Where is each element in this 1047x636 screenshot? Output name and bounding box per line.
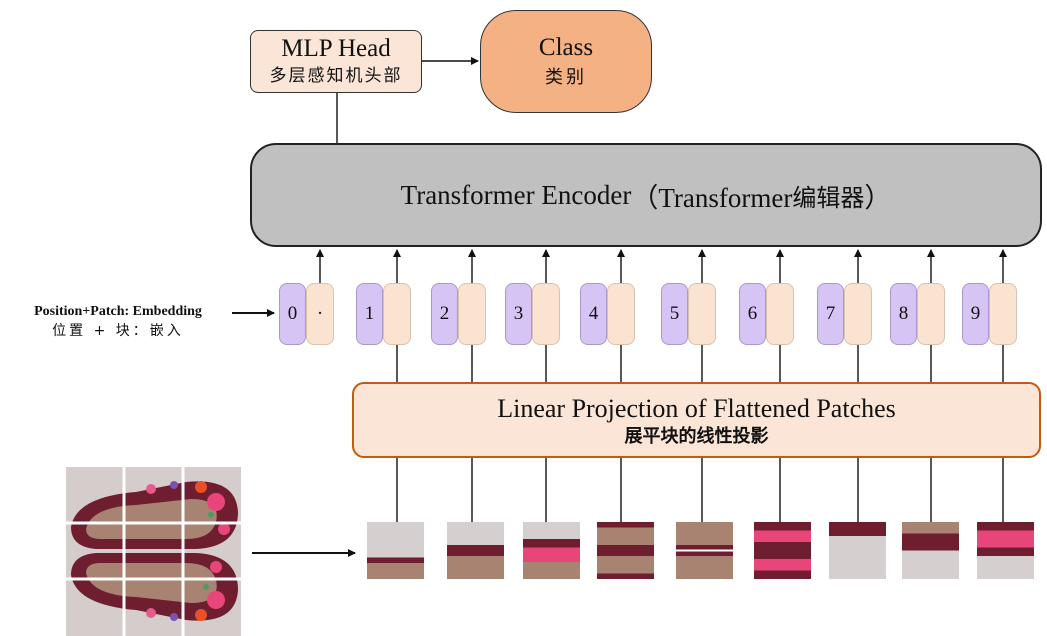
patch-embedding-token-8	[917, 283, 945, 345]
patch-embedding-token-3	[532, 283, 560, 345]
image-patch-4	[597, 522, 654, 579]
position-token-3: 3	[505, 283, 532, 345]
patch-embedding-token-6	[766, 283, 794, 345]
position-token-5: 5	[661, 283, 688, 345]
class-subtitle: 类别	[545, 67, 587, 88]
projection-subtitle: 展平块的线性投影	[624, 426, 769, 447]
position-token-4: 4	[580, 283, 607, 345]
position-token-9: 9	[962, 283, 989, 345]
class-box: Class 类别	[480, 10, 652, 113]
shoe-image-illustration	[66, 467, 241, 636]
class-title: Class	[538, 34, 594, 61]
linear-projection-box: Linear Projection of Flattened Patches 展…	[352, 382, 1041, 458]
position-token-2: 2	[431, 283, 458, 345]
mlp-head-box: MLP Head 多层感知机头部	[250, 30, 422, 93]
patch-embedding-token-9	[989, 283, 1017, 345]
transformer-encoder-box: Transformer Encoder （Transformer 编辑器 ）	[250, 143, 1042, 247]
patch-embedding-token-7	[844, 283, 872, 345]
patch-embedding-token-0: ·	[306, 283, 334, 345]
image-patch-3	[523, 522, 580, 579]
position-token-0: 0	[279, 283, 306, 345]
encoder-subtitle-zh: 编辑器	[792, 183, 865, 212]
encoder-title: Transformer Encoder	[400, 179, 632, 210]
encoder-paren-close: ）	[864, 182, 892, 213]
patch-embedding-token-1	[383, 283, 411, 345]
mlp-head-subtitle: 多层感知机头部	[269, 66, 403, 86]
embedding-label-subtitle: 位置 + 块：嵌入	[52, 323, 184, 339]
patch-embedding-token-4	[607, 283, 635, 345]
image-patch-8	[902, 522, 959, 579]
position-token-6: 6	[739, 283, 766, 345]
position-token-7: 7	[817, 283, 844, 345]
mlp-head-title: MLP Head	[281, 35, 391, 62]
position-token-1: 1	[356, 283, 383, 345]
image-patch-9	[977, 522, 1034, 579]
image-patch-7	[829, 522, 886, 579]
encoder-paren-open: （Transformer	[631, 182, 793, 213]
projection-title: Linear Projection of Flattened Patches	[497, 394, 896, 423]
input-image	[66, 467, 241, 636]
patch-embedding-token-5	[688, 283, 716, 345]
patch-embedding-token-2	[458, 283, 486, 345]
position-token-8: 8	[890, 283, 917, 345]
image-patch-5	[676, 522, 733, 579]
embedding-label-title: Position+Patch: Embedding	[34, 304, 202, 319]
image-patch-1	[367, 522, 424, 579]
image-patch-6	[754, 522, 811, 579]
image-patch-2	[447, 522, 504, 579]
embedding-label: Position+Patch: Embedding 位置 + 块：嵌入	[8, 303, 228, 341]
